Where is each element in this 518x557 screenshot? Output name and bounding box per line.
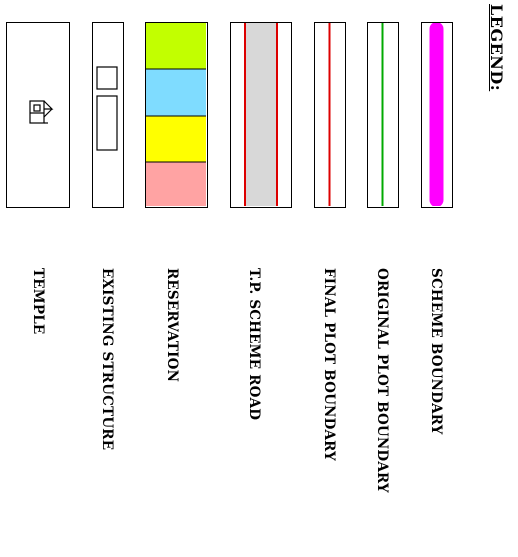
final-plot-boundary-label: FINAL PLOT BOUNDARY: [321, 268, 337, 462]
temple-swatch: [6, 22, 70, 208]
tp-scheme-road-fill: [245, 23, 277, 206]
reservation-yellow-block: [146, 116, 206, 162]
reservation-label: RESERVATION: [164, 268, 180, 383]
temple-icon: [29, 100, 54, 124]
tp-scheme-road-label: T.P. SCHEME ROAD: [246, 268, 262, 421]
scheme-boundary-label: SCHEME BOUNDARY: [428, 268, 444, 435]
existing-structure-large-block: [96, 95, 118, 151]
reservation-green-block: [146, 23, 206, 69]
reservation-swatch: [145, 22, 208, 208]
reservation-pink-block: [146, 162, 206, 206]
final-plot-boundary-swatch: [314, 22, 346, 208]
temple-label: TEMPLE: [30, 268, 46, 335]
existing-structure-label: EXISTING STRUCTURE: [99, 268, 115, 451]
original-plot-boundary-swatch: [367, 22, 399, 208]
original-plot-boundary-label: ORIGINAL PLOT BOUNDARY: [374, 268, 390, 493]
reservation-cyan-block: [146, 69, 206, 116]
existing-structure-swatch: [92, 22, 124, 208]
tp-scheme-road-swatch: [230, 22, 292, 208]
existing-structure-small-block: [96, 66, 118, 90]
legend-title: LEGEND:: [487, 4, 506, 92]
scheme-boundary-swatch: [421, 22, 453, 208]
